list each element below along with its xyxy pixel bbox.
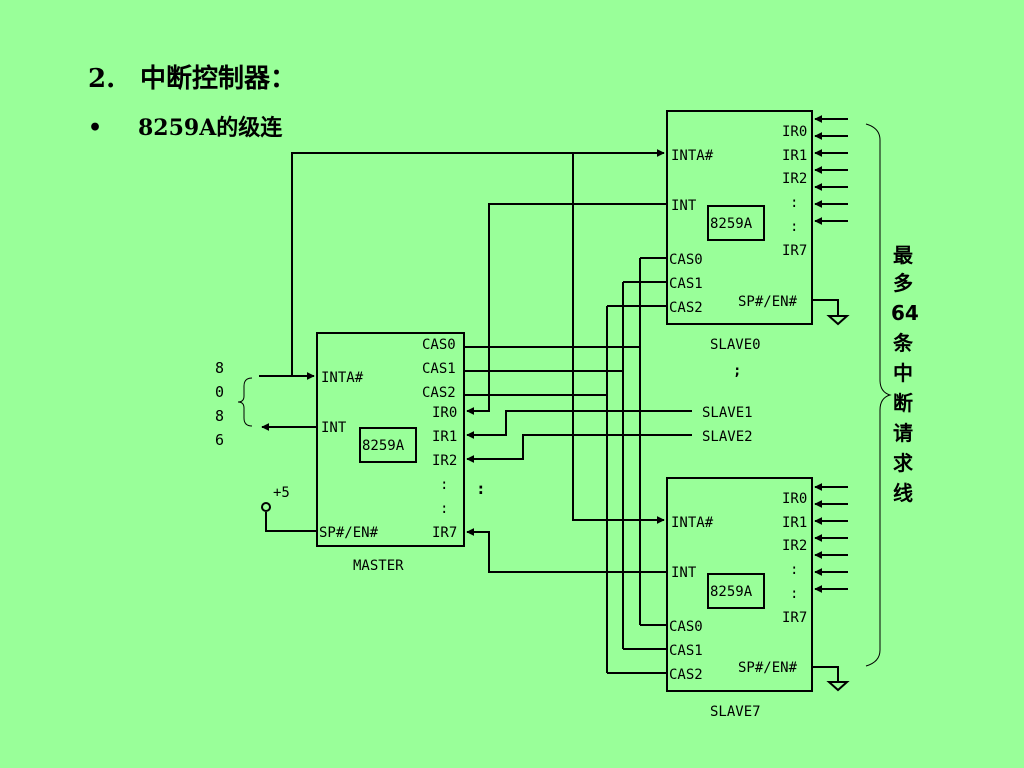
side-label-7: 请 bbox=[893, 421, 913, 445]
vcc-label: +5 bbox=[273, 485, 290, 501]
slave7-pin-cas2: CAS2 bbox=[669, 667, 703, 683]
master-pin-ir0: IR0 bbox=[432, 405, 457, 421]
title-text: 中断控制器： bbox=[140, 64, 297, 94]
slave0-chip bbox=[666, 110, 813, 325]
master-pin-int: INT bbox=[321, 420, 347, 436]
cpu-brace bbox=[237, 377, 253, 427]
slave0-pin-dots2: : bbox=[790, 219, 798, 235]
slave7-pin-dots2: : bbox=[790, 586, 798, 602]
cpu-label-1: 8 bbox=[215, 359, 224, 377]
side-label-3: 64 bbox=[891, 301, 919, 325]
slave0-chip-label: 8259A bbox=[710, 216, 753, 232]
inta-to-slave7 bbox=[572, 153, 665, 524]
master-pin-ir2: IR2 bbox=[432, 453, 457, 469]
slave0-ir-inputs bbox=[814, 115, 848, 225]
side-label-2: 多 bbox=[893, 271, 913, 295]
slave7-pin-spen: SP#/EN# bbox=[738, 660, 798, 676]
title-number: 2. bbox=[88, 64, 116, 94]
slave0-pin-ir0: IR0 bbox=[782, 124, 807, 140]
cas0-bus bbox=[464, 258, 641, 625]
slave0-pin-spen: SP#/EN# bbox=[738, 294, 798, 310]
master-pin-spen: SP#/EN# bbox=[319, 525, 379, 541]
slave0-pin-dots1: : bbox=[790, 195, 798, 211]
master-chip bbox=[316, 332, 465, 547]
slave0-pin-cas0: CAS0 bbox=[669, 252, 703, 268]
vcc-wire bbox=[265, 512, 317, 532]
slaves-ellipsis: ; bbox=[733, 363, 741, 379]
slave0-pin-int: INT bbox=[671, 198, 697, 214]
master-pin-ir1: IR1 bbox=[432, 429, 457, 445]
master-pin-cas1: CAS1 bbox=[422, 361, 456, 377]
slave0-name: SLAVE0 bbox=[710, 337, 761, 353]
master-chip-label: 8259A bbox=[362, 438, 405, 454]
slave7-pin-cas1: CAS1 bbox=[669, 643, 703, 659]
slave7-8259a-box bbox=[707, 573, 765, 609]
side-label-9: 线 bbox=[893, 481, 913, 505]
master-name: MASTER bbox=[353, 558, 404, 574]
page-title: 2. 中断控制器： bbox=[88, 58, 296, 95]
slave7-pin-inta: INTA# bbox=[671, 515, 714, 531]
slave7-chip-label: 8259A bbox=[710, 584, 753, 600]
slave7-pin-ir0: IR0 bbox=[782, 491, 807, 507]
master-pin-inta: INTA# bbox=[321, 370, 364, 386]
slave7-pin-ir2: IR2 bbox=[782, 538, 807, 554]
cas1-bus bbox=[464, 282, 624, 649]
master-pin-cas0: CAS0 bbox=[422, 337, 456, 353]
slave2-line bbox=[466, 434, 692, 463]
slave0-pin-cas2: CAS2 bbox=[669, 300, 703, 316]
master-pin-cas2: CAS2 bbox=[422, 385, 456, 401]
vcc-terminal bbox=[261, 502, 271, 512]
cpu-label-3: 8 bbox=[215, 407, 224, 425]
master-pin-dots1: : bbox=[440, 477, 448, 493]
slave1-label: SLAVE1 bbox=[702, 405, 753, 421]
side-label-4: 条 bbox=[893, 331, 914, 355]
master-pin-ir7: IR7 bbox=[432, 525, 457, 541]
slave7-int-line bbox=[466, 528, 667, 573]
slave7-pin-ir1: IR1 bbox=[782, 515, 807, 531]
side-label-6: 断 bbox=[893, 391, 913, 415]
slave0-8259a-box bbox=[707, 205, 765, 241]
slave7-pin-int: INT bbox=[671, 565, 697, 581]
bullet-item: • 8259A的级连 bbox=[88, 110, 282, 142]
slave7-ir-inputs bbox=[814, 483, 848, 593]
master-ir-dots: : bbox=[476, 479, 486, 498]
slave2-label: SLAVE2 bbox=[702, 429, 753, 445]
cpu-label-4: 6 bbox=[215, 431, 224, 449]
slave0-pin-ir1: IR1 bbox=[782, 148, 807, 164]
side-label-1: 最 bbox=[893, 243, 914, 267]
master-pin-dots2: : bbox=[440, 501, 448, 517]
slave7-spen-ground bbox=[812, 666, 850, 692]
side-label-5: 中 bbox=[893, 361, 913, 385]
slave7-name: SLAVE7 bbox=[710, 704, 761, 720]
ir-brace bbox=[865, 123, 892, 667]
slave7-pin-cas0: CAS0 bbox=[669, 619, 703, 635]
bullet-symbol: • bbox=[88, 115, 103, 141]
slave0-pin-ir7: IR7 bbox=[782, 243, 807, 259]
slave7-pin-dots1: : bbox=[790, 562, 798, 578]
slave1-line bbox=[466, 410, 692, 439]
cas2-bus bbox=[464, 306, 608, 673]
bullet-text: 8259A的级连 bbox=[138, 115, 283, 141]
cpu-label-2: 0 bbox=[215, 383, 224, 401]
slave7-chip bbox=[666, 477, 813, 692]
side-label-8: 求 bbox=[893, 451, 914, 475]
master-8259a-box bbox=[359, 427, 417, 463]
slave0-pin-inta: INTA# bbox=[671, 148, 714, 164]
slave0-pin-cas1: CAS1 bbox=[669, 276, 703, 292]
slave0-pin-ir2: IR2 bbox=[782, 171, 807, 187]
slave0-spen-ground bbox=[812, 299, 850, 326]
slave7-pin-ir7: IR7 bbox=[782, 610, 807, 626]
inta-bus bbox=[291, 149, 665, 376]
slave0-int-line bbox=[466, 203, 667, 415]
